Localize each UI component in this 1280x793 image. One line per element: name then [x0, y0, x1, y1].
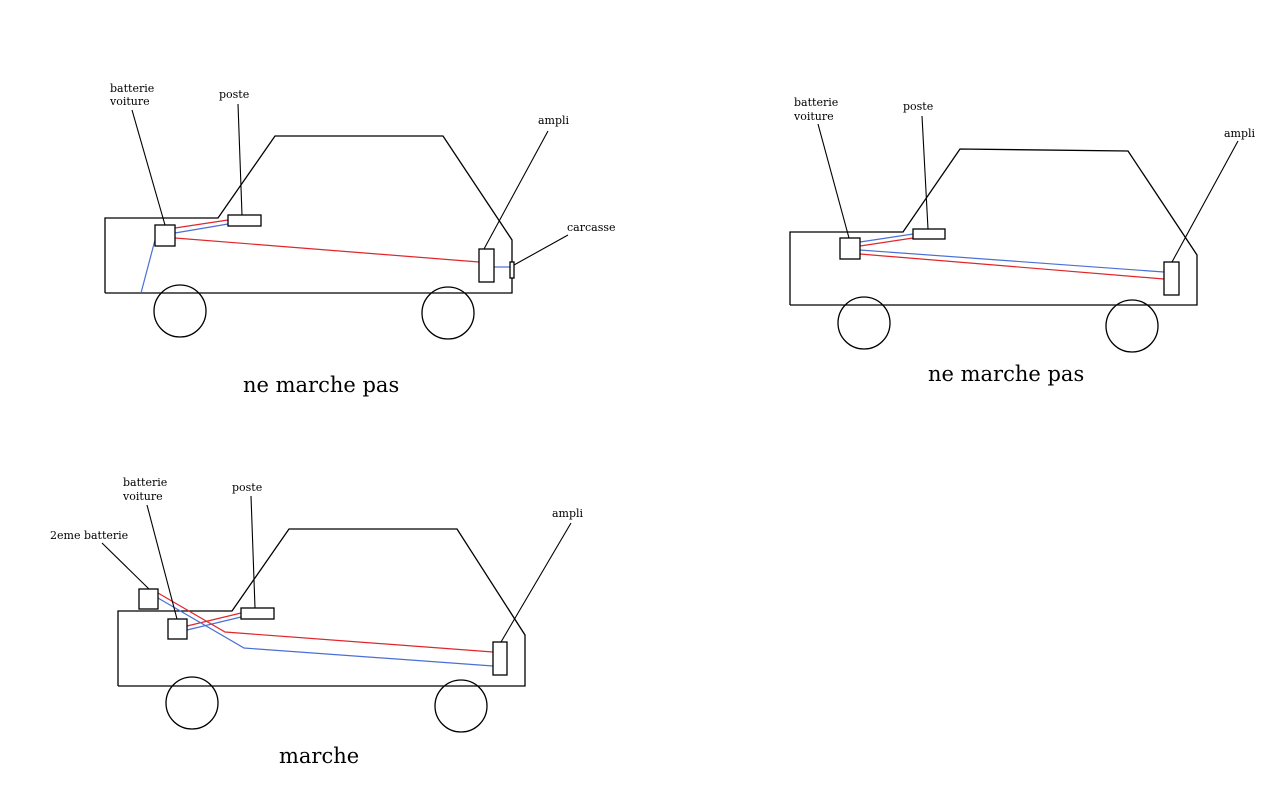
radio-label: poste [232, 481, 262, 494]
amp-leader [483, 130, 549, 250]
diagram-3: batterie voiture 2eme batterie poste amp… [50, 476, 584, 768]
front-wheel [153, 284, 207, 338]
radio-leader [237, 103, 243, 216]
rear-wheel [434, 679, 488, 733]
front-wheel [165, 676, 219, 730]
amplifier [478, 248, 495, 283]
battery-leader [817, 123, 850, 239]
chassis-leader [513, 234, 569, 266]
battery-label-line2: voiture [109, 95, 150, 108]
negative-wire-battery-radio [186, 616, 242, 631]
negative-wire-second-battery-amp [157, 597, 494, 667]
positive-wire-second-battery-amp [157, 592, 494, 653]
car-battery [839, 237, 861, 260]
rear-wheel [1105, 299, 1159, 353]
radio-unit [240, 607, 275, 620]
positive-wire-battery-amp [859, 253, 1165, 280]
amp-label: ampli [552, 507, 584, 520]
diagram-2: batterie voiture poste ampli ne marche p… [789, 96, 1256, 386]
positive-wire-battery-radio [186, 612, 242, 627]
battery-leader [146, 504, 178, 620]
battery-label-line2: voiture [793, 110, 834, 123]
positive-wire-battery-radio [859, 237, 914, 247]
diagram-caption: ne marche pas [928, 362, 1084, 386]
battery-label-line2: voiture [122, 490, 163, 503]
diagram-1: batterie voiture poste ampli carcasse ne… [104, 82, 616, 397]
radio-label: poste [219, 88, 249, 101]
diagram-caption: ne marche pas [243, 373, 399, 397]
car-body-outline [117, 528, 526, 687]
chassis-label: carcasse [567, 221, 616, 234]
battery-label-line1: batterie [123, 476, 167, 489]
amp-label: ampli [538, 114, 570, 127]
amp-leader [500, 522, 572, 643]
radio-leader [250, 495, 256, 609]
second-battery [138, 588, 159, 610]
amplifier [1163, 261, 1180, 296]
battery-label-line1: batterie [794, 96, 838, 109]
radio-unit [227, 214, 262, 227]
positive-wire-battery-amp [174, 237, 480, 263]
car-battery [167, 618, 188, 640]
car-body-outline [789, 148, 1198, 306]
amplifier [492, 641, 508, 676]
front-wheel [837, 296, 891, 350]
car-battery [154, 224, 176, 247]
radio-label: poste [903, 100, 933, 113]
radio-unit [912, 228, 946, 240]
battery-leader [131, 109, 166, 226]
second-battery-label: 2eme batterie [50, 529, 128, 542]
rear-wheel [421, 286, 475, 340]
diagram-caption: marche [279, 744, 359, 768]
amp-leader [1171, 140, 1239, 263]
chassis-ground-point [509, 261, 515, 279]
negative-wire-battery-amp [859, 249, 1165, 273]
positive-wire-battery-radio [174, 219, 229, 229]
negative-wire-battery-radio [859, 233, 914, 243]
amp-label: ampli [1224, 127, 1256, 140]
second-battery-leader [101, 542, 150, 590]
ground-wire-battery-body [140, 239, 156, 294]
car-body-outline [104, 135, 513, 294]
negative-wire-battery-radio [174, 223, 229, 234]
radio-leader [921, 115, 929, 230]
battery-label-line1: batterie [110, 82, 154, 95]
